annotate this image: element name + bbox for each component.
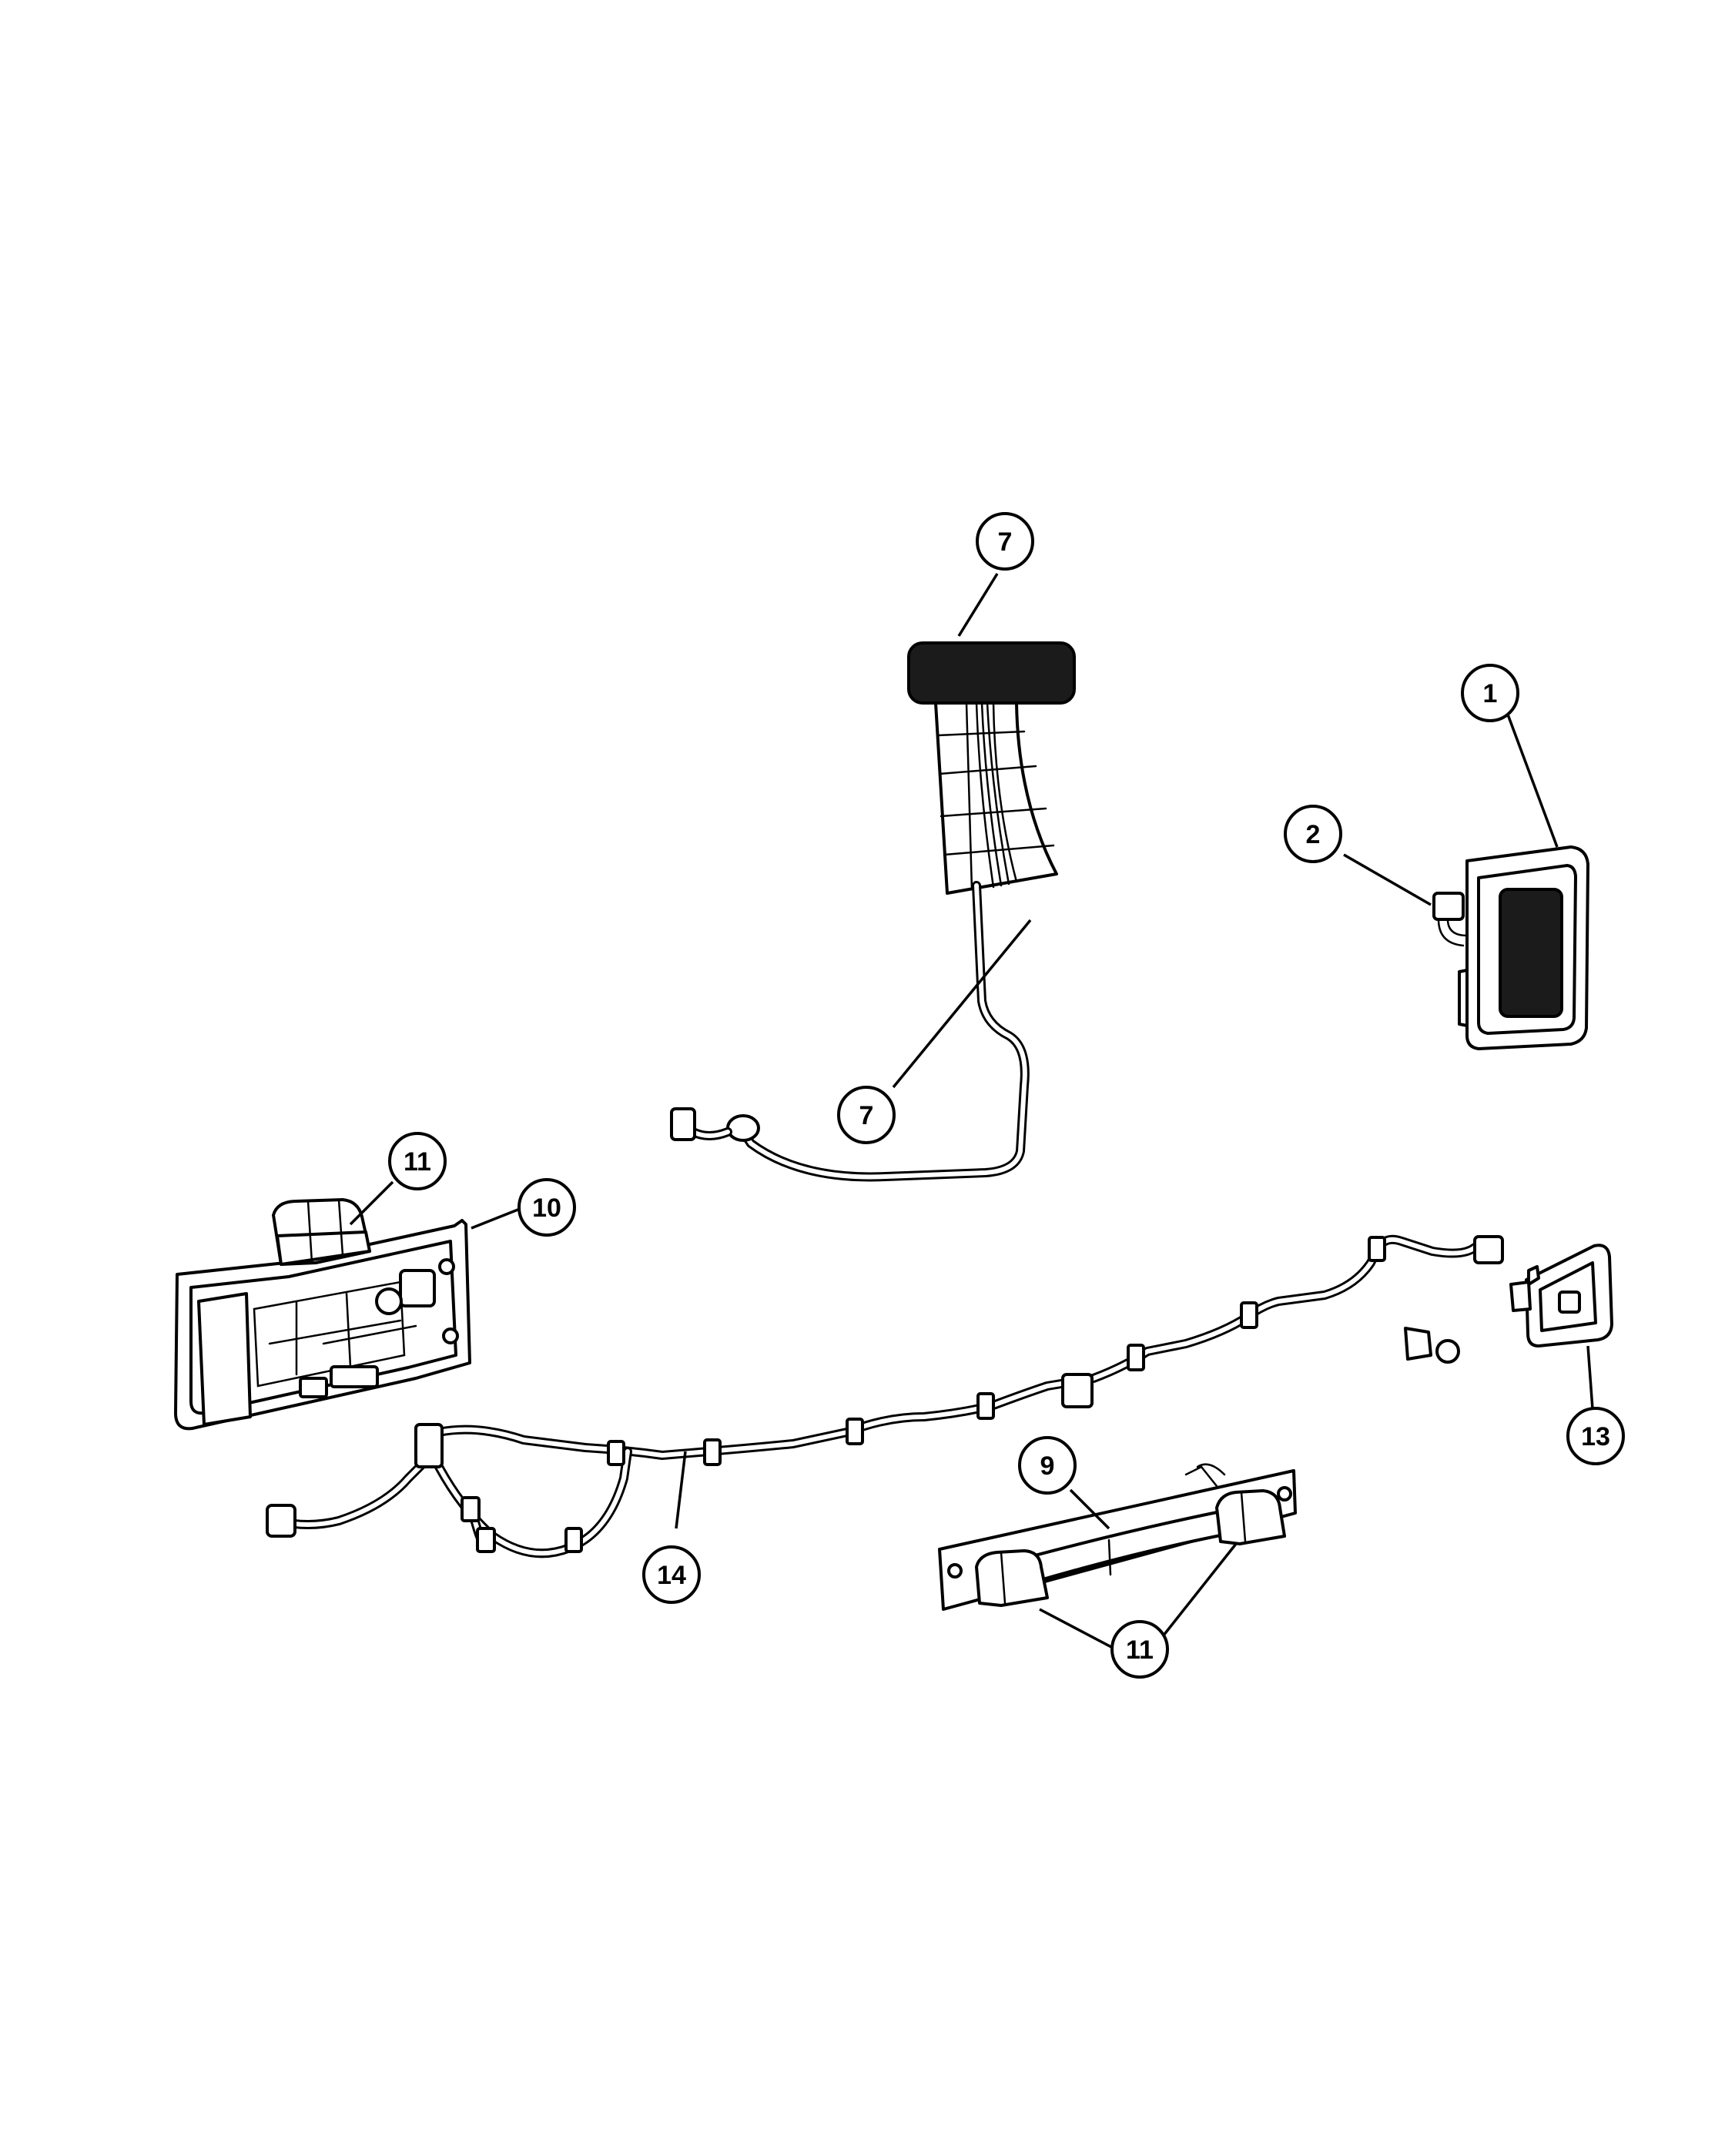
svg-text:9: 9 bbox=[1040, 1451, 1055, 1481]
callout-11-left: 11 bbox=[388, 1132, 447, 1190]
part-11-lamp-right-a bbox=[975, 1549, 1049, 1607]
svg-text:7: 7 bbox=[998, 527, 1013, 557]
svg-text:11: 11 bbox=[404, 1147, 431, 1177]
leader-10 bbox=[471, 1207, 521, 1230]
leader-11-left bbox=[349, 1180, 394, 1226]
leader-7-bottom bbox=[892, 919, 1032, 1089]
part-14-main-harness bbox=[266, 1234, 1504, 1558]
callout-7-bottom: 7 bbox=[837, 1086, 896, 1144]
part-13-switch bbox=[1509, 1244, 1613, 1348]
svg-text:11: 11 bbox=[1126, 1635, 1154, 1665]
part-11-lamp-left bbox=[272, 1198, 371, 1266]
leader-11-right-a bbox=[1039, 1608, 1114, 1649]
part-11-lamp-right-b bbox=[1215, 1489, 1286, 1545]
svg-text:14: 14 bbox=[657, 1561, 686, 1590]
callout-11-right: 11 bbox=[1110, 1620, 1169, 1679]
callout-1: 1 bbox=[1461, 664, 1519, 722]
callout-9: 9 bbox=[1018, 1436, 1077, 1495]
svg-text:7: 7 bbox=[859, 1101, 874, 1130]
part-10-bracket bbox=[174, 1219, 471, 1431]
part-2-clip bbox=[1432, 892, 1469, 947]
leader-13 bbox=[1586, 1345, 1594, 1410]
svg-text:13: 13 bbox=[1581, 1422, 1610, 1451]
svg-text:2: 2 bbox=[1306, 820, 1321, 849]
svg-text:10: 10 bbox=[532, 1194, 561, 1223]
callout-7-top: 7 bbox=[976, 512, 1034, 571]
leader-11-right-b bbox=[1161, 1542, 1238, 1638]
push-pin bbox=[1404, 1327, 1460, 1364]
part-7-sensor-harness bbox=[670, 881, 1030, 1182]
part-1-module bbox=[1458, 845, 1589, 1050]
callout-10: 10 bbox=[518, 1178, 576, 1237]
leader-7-top bbox=[957, 573, 999, 637]
leader-14 bbox=[675, 1451, 687, 1529]
callout-2: 2 bbox=[1284, 805, 1342, 863]
svg-text:1: 1 bbox=[1483, 679, 1498, 708]
callout-14: 14 bbox=[642, 1545, 701, 1604]
callout-13: 13 bbox=[1566, 1407, 1625, 1465]
leader-9 bbox=[1069, 1488, 1110, 1530]
part-7-seat-sensor-pad bbox=[907, 641, 1076, 895]
leader-2 bbox=[1343, 853, 1432, 906]
leader-1 bbox=[1506, 714, 1559, 848]
